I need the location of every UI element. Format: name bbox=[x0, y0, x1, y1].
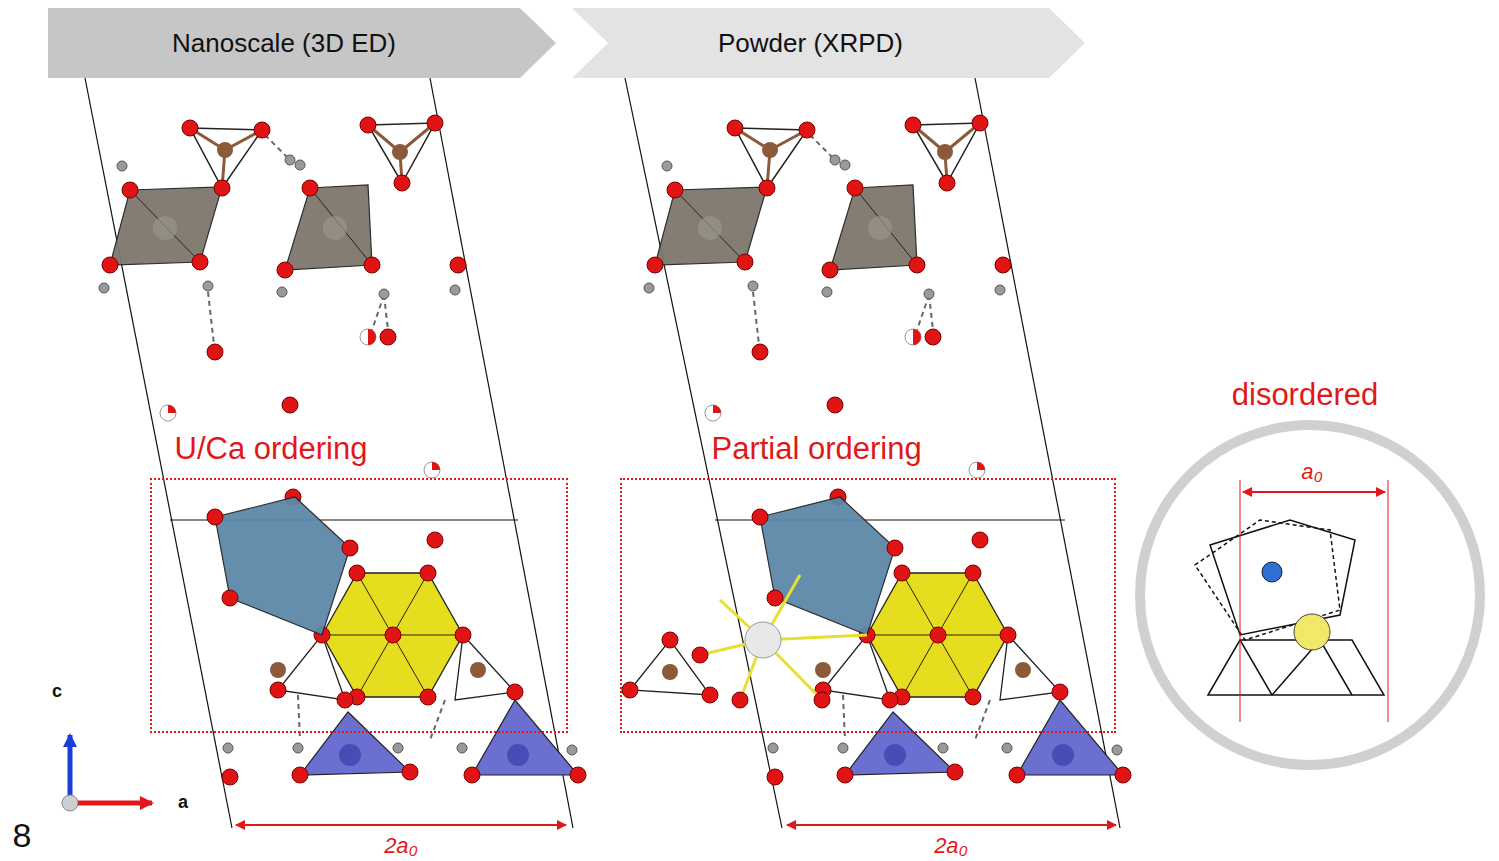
figure-number: 8 bbox=[13, 817, 32, 854]
blue-polyhedron bbox=[760, 497, 895, 635]
lattice-label: a₀ bbox=[1301, 460, 1323, 484]
ordering-box: Partial ordering bbox=[620, 478, 1116, 733]
disorder-sketch bbox=[1195, 520, 1384, 695]
banner-arrow: Powder (XRPD) bbox=[572, 8, 1085, 78]
panel-title: Partial ordering bbox=[712, 432, 922, 466]
blue-polyhedron bbox=[215, 497, 350, 635]
banner-arrow: Nanoscale (3D ED) bbox=[48, 8, 556, 78]
panel-title: Powder (XRPD) bbox=[718, 29, 903, 58]
dimension-label: 2a₀ bbox=[934, 834, 968, 858]
ca-bonds bbox=[700, 575, 867, 700]
a-axis bbox=[72, 801, 152, 806]
panel-title: Nanoscale (3D ED) bbox=[172, 29, 396, 58]
disorder-inset: disordereda₀ bbox=[1135, 420, 1485, 770]
ca-atom bbox=[745, 622, 781, 658]
ordering-box: U/Ca ordering bbox=[150, 478, 568, 733]
axis-label: c bbox=[52, 682, 62, 702]
panel-title: disordered bbox=[1232, 378, 1378, 412]
panel-title: U/Ca ordering bbox=[175, 432, 368, 466]
axis-label: a bbox=[178, 793, 188, 813]
c-axis bbox=[68, 735, 73, 803]
dimension-label: 2a₀ bbox=[384, 834, 418, 858]
